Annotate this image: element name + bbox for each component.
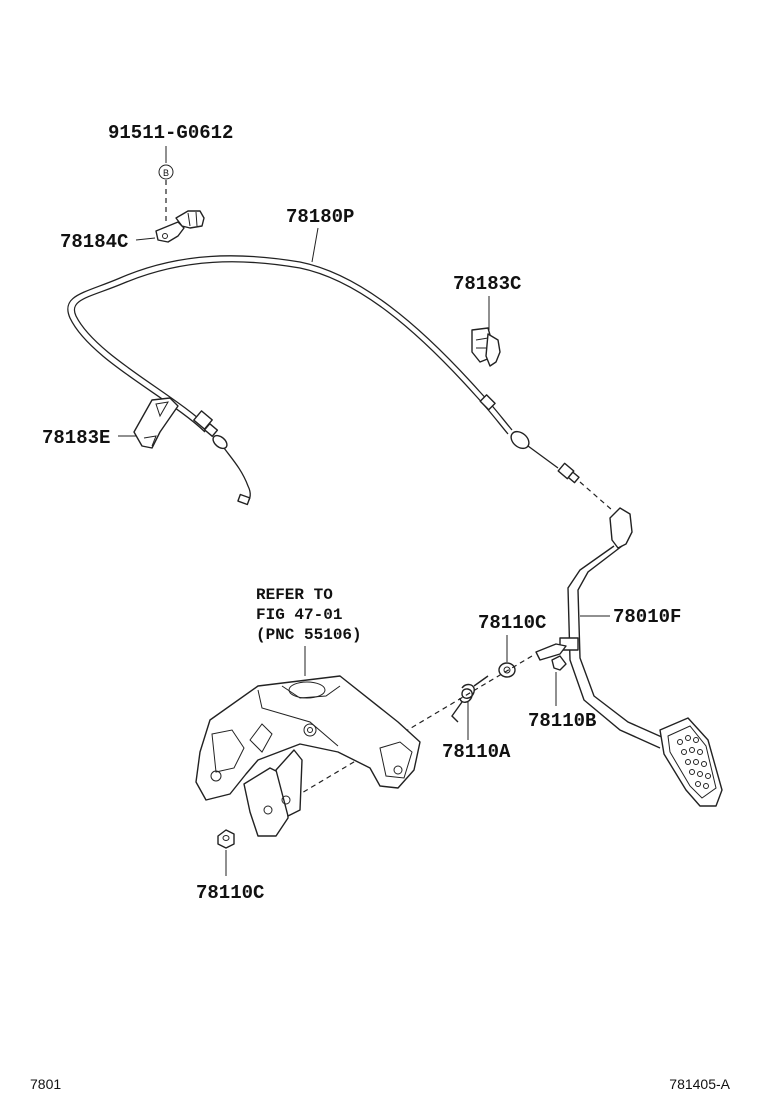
bushing-lower-part <box>217 829 235 849</box>
label-clamp-left[interactable]: 78183E <box>42 427 110 449</box>
bolt-marker-letter: B <box>163 168 169 178</box>
leader-clamp-upper <box>135 237 156 241</box>
label-bushing-lower[interactable]: 78110C <box>196 882 264 904</box>
label-clamp-upper[interactable]: 78184C <box>60 231 128 253</box>
bracket-part <box>195 675 421 837</box>
ref-line-2: FIG 47-01 <box>256 606 342 624</box>
footer-left-code: 7801 <box>30 1076 61 1092</box>
clamp-upper-part <box>155 210 205 243</box>
label-bushing-upper[interactable]: 78110C <box>478 612 546 634</box>
clamp-left-part <box>133 397 179 449</box>
label-pin[interactable]: 78110B <box>528 710 596 732</box>
footer-right-code: 781405-A <box>669 1076 730 1092</box>
dash-assembly-axis <box>289 655 533 801</box>
clamp-right-part <box>471 327 501 367</box>
label-pedal-assy[interactable]: 78010F <box>613 606 681 628</box>
label-spring[interactable]: 78110A <box>442 741 511 763</box>
label-clamp-right[interactable]: 78183C <box>453 273 521 295</box>
bushing-upper-part <box>498 662 516 678</box>
dash-cable-pedal <box>579 481 613 511</box>
ref-line-1: REFER TO <box>256 586 333 604</box>
pedal-part <box>559 507 723 807</box>
label-cable[interactable]: 78180P <box>286 206 354 228</box>
spring-part <box>451 675 489 723</box>
label-bolt[interactable]: 91511-G0612 <box>108 122 233 144</box>
leader-cable <box>311 227 319 263</box>
ref-line-3: (PNC 55106) <box>256 626 362 644</box>
bolt-marker-circle <box>158 164 174 180</box>
pin-part <box>535 643 567 671</box>
cable-part <box>67 255 580 506</box>
